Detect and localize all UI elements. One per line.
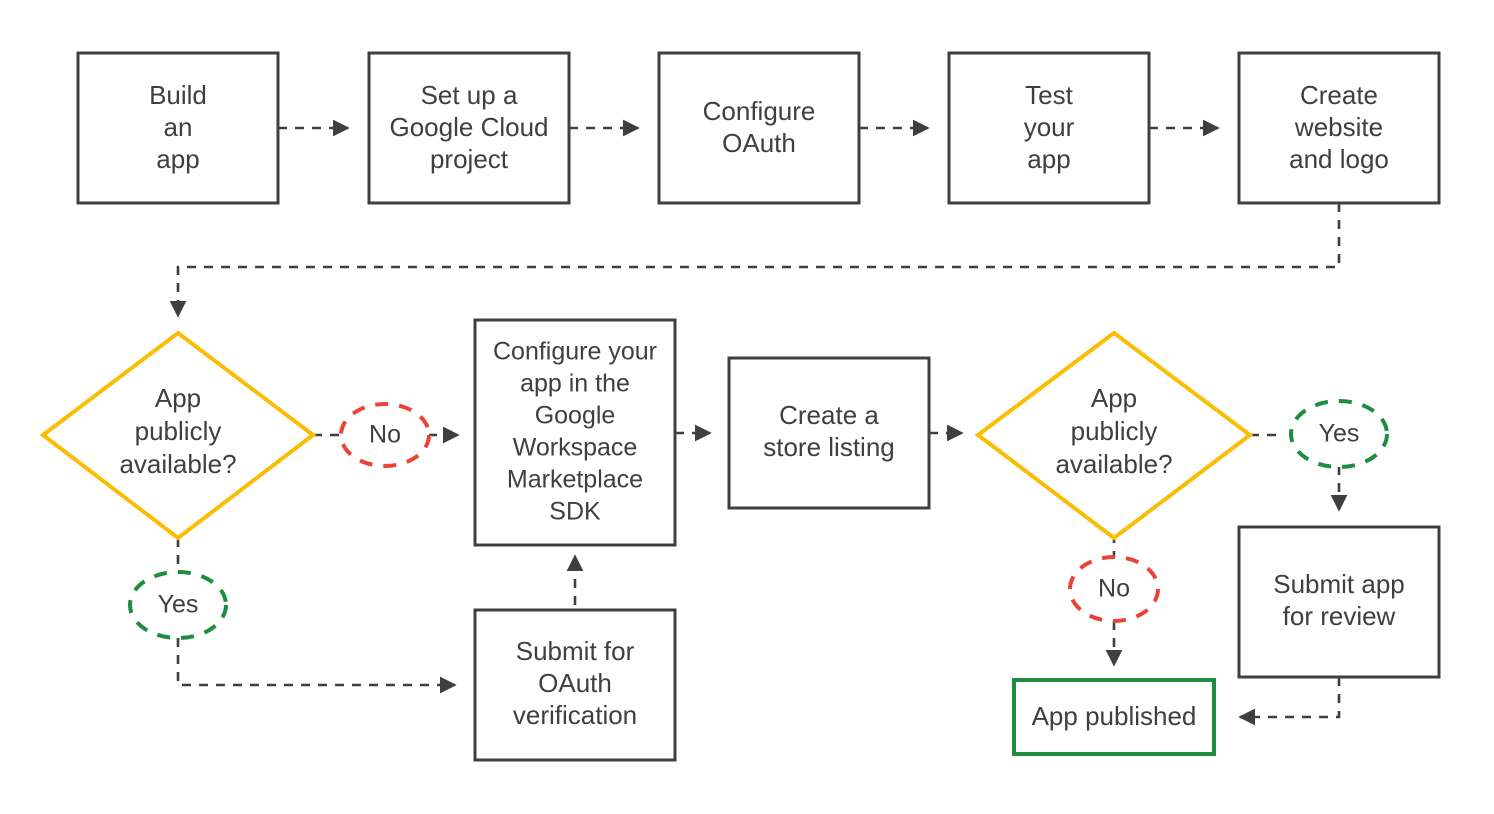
edge-label-text: Yes (158, 591, 199, 619)
node-label-line: Build (149, 80, 207, 110)
node-label-line: website (1294, 112, 1383, 142)
node-shape (473, 318, 677, 547)
node-label-line: available? (1055, 449, 1172, 479)
edge-submit-review-to-app-published (1238, 677, 1341, 726)
node-label-line: publicly (1071, 416, 1158, 446)
node-label-line: App (1091, 383, 1137, 413)
node-label-line: Google Cloud (390, 112, 549, 142)
node-label-line: Configure your (493, 338, 657, 366)
node-label-line: Workspace (513, 434, 638, 462)
node-label-line: app (1027, 144, 1070, 174)
node-label-line: App (155, 383, 201, 413)
node-label-line: SDK (549, 498, 601, 526)
edge-label-text: No (369, 421, 401, 449)
node-test-your-app[interactable]: Test your app (947, 51, 1151, 205)
node-label-line: app (156, 144, 199, 174)
node-submit-for-oauth-verification[interactable]: Submit for OAuth verification (473, 608, 677, 762)
node-label-line: and logo (1289, 144, 1389, 174)
node-label-line: Submit app (1273, 569, 1405, 599)
node-shape (367, 51, 571, 205)
node-shape (76, 51, 280, 205)
edge-decision1-yes-segment-b (176, 638, 457, 694)
node-configure-app-marketplace-sdk[interactable]: Configure your app in the Google Workspa… (473, 318, 677, 547)
edge-label-text: No (1098, 575, 1130, 603)
node-label-line: Configure (703, 96, 816, 126)
node-shape (947, 51, 1151, 205)
node-shape (1237, 51, 1441, 205)
node-label-line: an (164, 112, 193, 142)
node-label-line: verification (513, 700, 637, 730)
node-label-line: app in the (520, 370, 630, 398)
edge-label-no-2: No (1068, 555, 1160, 623)
node-label-line: publicly (135, 416, 222, 446)
label-ellipse (128, 570, 228, 640)
edge-label-yes-2: Yes (1289, 399, 1389, 469)
node-label-line: store listing (763, 432, 895, 462)
node-submit-app-for-review[interactable]: Submit app for review (1237, 525, 1441, 679)
node-app-publicly-available-1[interactable]: App publicly available? (39, 330, 317, 541)
decision-shape (39, 330, 317, 541)
node-label-line: Set up a (421, 80, 518, 110)
decision-shape (974, 330, 1254, 541)
edge-create-website-to-decision1 (169, 203, 1341, 318)
node-shape (727, 356, 931, 510)
node-label-line: Marketplace (507, 466, 643, 494)
node-label-line: OAuth (538, 668, 612, 698)
node-create-a-store-listing[interactable]: Create a store listing (727, 356, 931, 510)
edge-label-yes-1: Yes (128, 570, 228, 640)
node-shape (1237, 525, 1441, 679)
label-ellipse (339, 402, 431, 468)
node-label-line: Create (1300, 80, 1378, 110)
node-label-line: Test (1025, 80, 1073, 110)
node-shape (473, 608, 677, 762)
node-shape (1012, 678, 1216, 756)
node-app-published[interactable]: App published (1012, 678, 1216, 756)
node-label-line: for review (1283, 601, 1396, 631)
edge-label-no-1: No (339, 402, 431, 468)
node-label-line: App published (1032, 701, 1197, 731)
node-set-up-google-cloud-project[interactable]: Set up a Google Cloud project (367, 51, 571, 205)
node-label-line: OAuth (722, 128, 796, 158)
node-create-website-and-logo[interactable]: Create website and logo (1237, 51, 1441, 205)
node-configure-oauth[interactable]: Configure OAuth (657, 51, 861, 205)
edge-label-text: Yes (1319, 420, 1360, 448)
node-app-publicly-available-2[interactable]: App publicly available? (974, 330, 1254, 541)
node-label-line: project (430, 144, 509, 174)
node-build-an-app[interactable]: Build an app (76, 51, 280, 205)
label-ellipse (1289, 399, 1389, 469)
node-label-line: Create a (779, 400, 879, 430)
node-shape (657, 51, 861, 205)
edge-layer (169, 119, 1348, 726)
label-ellipse (1068, 555, 1160, 623)
node-label-line: your (1024, 112, 1075, 142)
node-label-line: available? (119, 449, 236, 479)
node-label-line: Submit for (516, 636, 635, 666)
node-label-line: Google (535, 402, 616, 430)
